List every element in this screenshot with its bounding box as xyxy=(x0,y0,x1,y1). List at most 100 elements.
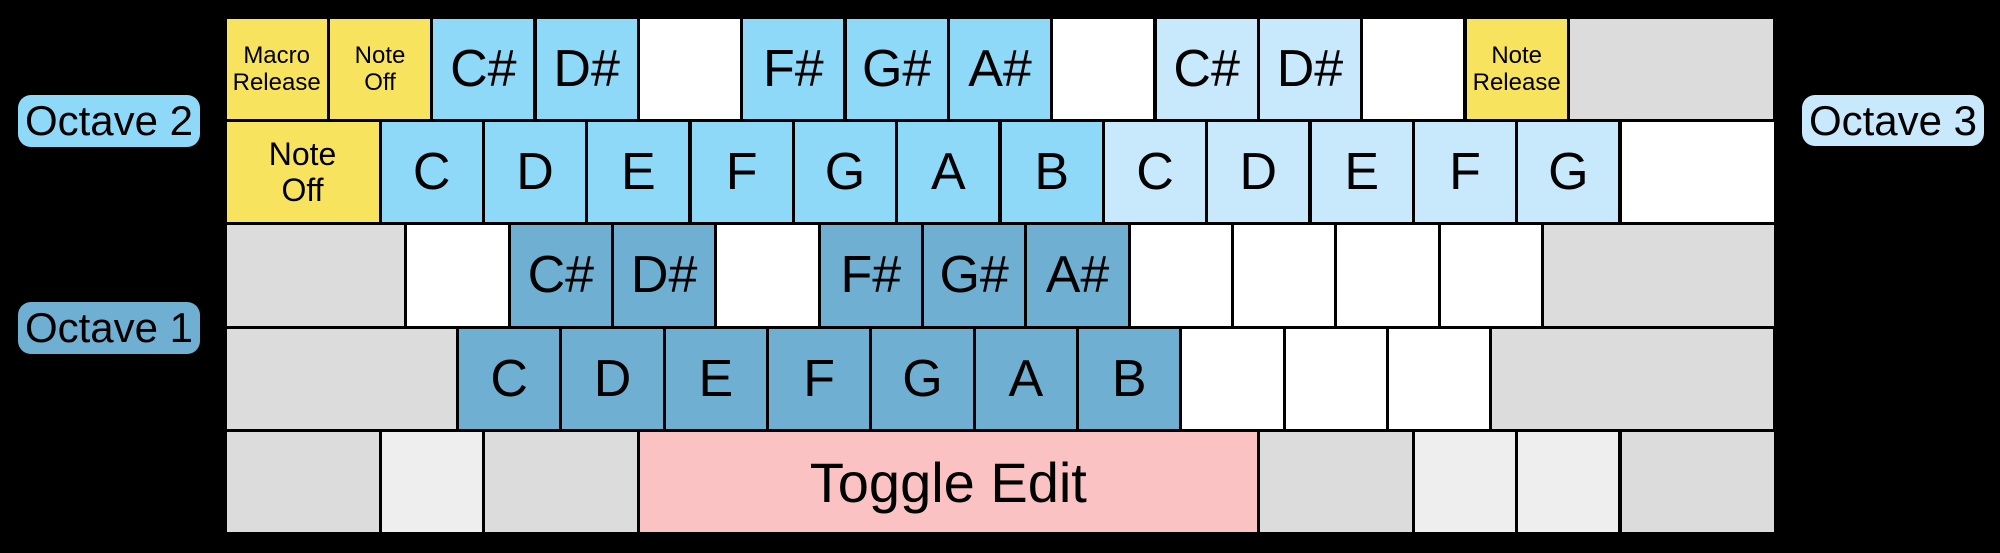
key-o: D xyxy=(1208,121,1309,223)
key-v: F xyxy=(769,328,870,430)
key-label: A# xyxy=(1045,246,1110,305)
key-quote xyxy=(1440,225,1541,326)
key-d: D# xyxy=(614,225,715,326)
key-label: G xyxy=(824,143,866,202)
key-minus xyxy=(1363,18,1464,119)
key-label: C# xyxy=(527,246,595,305)
key-label: Off xyxy=(364,68,396,96)
octave-1-label: Octave 1 xyxy=(18,302,200,354)
key-label: Release xyxy=(1472,68,1561,96)
key-period xyxy=(1285,328,1386,430)
key-s: C# xyxy=(510,225,611,326)
key-label: G# xyxy=(939,246,1009,305)
key-5: F# xyxy=(743,18,844,119)
key-comma xyxy=(1182,328,1283,430)
key-label: C xyxy=(1136,143,1174,202)
key-n: A xyxy=(975,328,1076,430)
key-label: D# xyxy=(1276,39,1344,98)
key-q: C xyxy=(381,121,482,223)
key-l xyxy=(1234,225,1335,326)
key-i: C xyxy=(1104,121,1206,223)
key-e: E xyxy=(588,121,689,223)
key-u: B xyxy=(1001,121,1102,223)
key-label: F# xyxy=(840,246,902,305)
key-bracketright: G xyxy=(1518,121,1619,223)
key-label: A# xyxy=(968,39,1032,98)
key-label: E xyxy=(698,349,734,408)
key-g: F# xyxy=(820,225,921,326)
key-menu xyxy=(1518,432,1619,533)
key-capslock xyxy=(226,225,405,326)
key-enter xyxy=(1544,225,1774,326)
key-label: D# xyxy=(630,246,698,305)
key-label: Macro xyxy=(243,41,310,69)
key-label: Note xyxy=(1491,41,1543,69)
key-6: G# xyxy=(846,18,947,119)
key-label: D# xyxy=(553,39,620,98)
key-label: C xyxy=(412,143,451,202)
key-t: G xyxy=(794,121,896,223)
key-backspace xyxy=(1569,18,1774,119)
key-7: A# xyxy=(949,18,1051,119)
octave-2-label: Octave 2 xyxy=(18,95,200,147)
key-label: C xyxy=(490,349,528,408)
key-a xyxy=(407,225,508,326)
key-c: E xyxy=(665,328,766,430)
key-label: F xyxy=(725,143,758,202)
key-0: D# xyxy=(1259,18,1361,119)
key-r: F xyxy=(691,121,792,223)
key-label: Toggle Edit xyxy=(809,450,1087,514)
key-rctrl xyxy=(1621,432,1774,533)
key-8 xyxy=(1053,18,1154,119)
key-label: G xyxy=(1548,143,1589,202)
key-label: F xyxy=(1449,143,1481,202)
key-label: Off xyxy=(281,172,324,209)
key-z: C xyxy=(459,328,560,430)
key-9: C# xyxy=(1156,18,1257,119)
key-label: G xyxy=(902,349,943,408)
key-label: A xyxy=(930,143,966,202)
key-label: A xyxy=(1008,349,1044,408)
key-label: Release xyxy=(232,68,321,96)
key-label: C# xyxy=(1173,39,1240,98)
key-label: E xyxy=(1344,143,1379,202)
key-b: G xyxy=(872,328,973,430)
key-lctrl xyxy=(226,432,379,533)
key-bracketleft: F xyxy=(1414,121,1516,223)
key-label: G# xyxy=(861,39,932,98)
key-label: C# xyxy=(450,39,517,98)
octave-3-label: Octave 3 xyxy=(1802,95,1984,146)
key-m: B xyxy=(1079,328,1180,430)
key-label: F# xyxy=(762,39,824,98)
key-x: D xyxy=(562,328,663,430)
key-label: Note xyxy=(268,136,337,173)
key-h: G# xyxy=(924,225,1025,326)
key-lshift xyxy=(226,328,456,430)
key-4 xyxy=(639,18,741,119)
key-label: D xyxy=(1239,143,1278,202)
key-w: D xyxy=(484,121,586,223)
key-2: C# xyxy=(433,18,534,119)
key-label: E xyxy=(620,143,656,202)
key-space: Toggle Edit xyxy=(639,432,1257,533)
key-backslash xyxy=(1621,121,1774,223)
key-y: A xyxy=(898,121,999,223)
key-ralt xyxy=(1259,432,1412,533)
key-f xyxy=(717,225,818,326)
key-lalt xyxy=(484,432,637,533)
key-label: D xyxy=(593,349,632,408)
key-p: E xyxy=(1311,121,1412,223)
key-lwin xyxy=(381,432,482,533)
key-label: B xyxy=(1111,349,1147,408)
key-j: A# xyxy=(1027,225,1128,326)
key-rwin xyxy=(1414,432,1516,533)
key-label: F xyxy=(803,349,836,408)
key-label: Note xyxy=(354,41,406,69)
key-semicolon xyxy=(1337,225,1438,326)
